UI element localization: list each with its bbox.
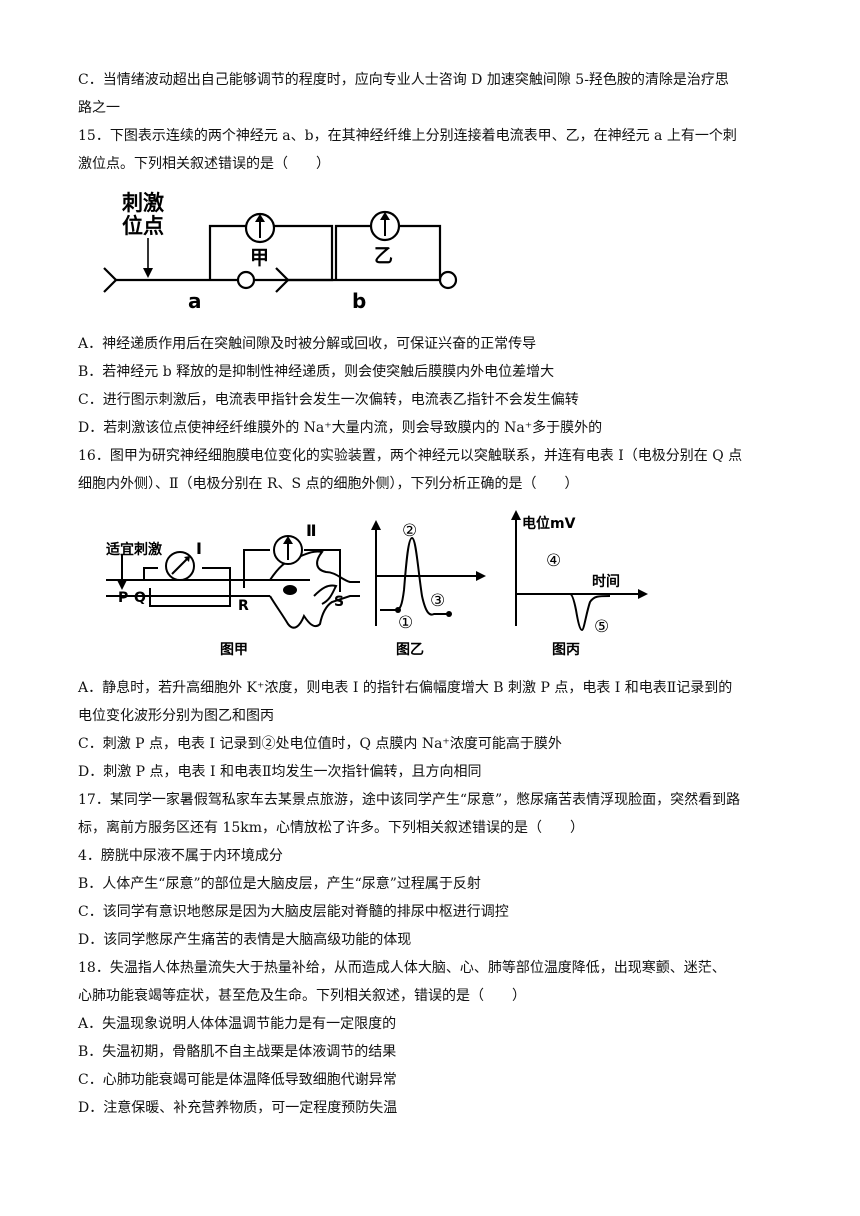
q16-stem-line1: 16．图甲为研究神经细胞膜电位变化的实验装置，两个神经元以突触联系，并连有电表 … — [78, 448, 743, 464]
q18-option-d: D．注意保暖、补充营养物质，可一定程度预防失温 — [78, 1100, 398, 1116]
q14-option-c-line1: C．当情绪波动超出自己能够调节的程度时，应向专业人士咨询 D 加速突触间隙 5-… — [78, 72, 729, 88]
q17-option-d: D．该同学憋尿产生痛苦的表情是大脑高级功能的体现 — [78, 932, 412, 948]
q17-option-c: C．该同学有意识地憋尿是因为大脑皮层能对脊髓的排尿中枢进行调控 — [78, 904, 509, 920]
y-axis-label: 电位mV — [522, 515, 576, 532]
q15-option-c: C．进行图示刺激后，电流表甲指针会发生一次偏转，电流表乙指针不会发生偏转 — [78, 392, 579, 408]
q18-option-b: B．失温初期，骨骼肌不自主战栗是体液调节的结果 — [78, 1044, 397, 1060]
q16-option-a-line2: 电位变化波形分别为图乙和图丙 — [78, 708, 274, 724]
caption-yi: 图乙 — [396, 642, 424, 658]
q17-option-b: B．人体产生“尿意”的部位是大脑皮层，产生“尿意”过程属于反射 — [78, 876, 481, 892]
q18-option-c: C．心肺功能衰竭可能是体温降低导致细胞代谢异常 — [78, 1072, 397, 1088]
q18-stem-line1: 18．失温指人体热量流失大于热量补给，从而造成人体大脑、心、肺等部位温度降低，出… — [78, 960, 726, 976]
meter-i-label: I — [196, 539, 202, 558]
marker-5: ⑤ — [594, 617, 609, 637]
q16-option-a-line1: A．静息时，若升高细胞外 K⁺浓度，则电表 I 的指针右偏幅度增大 B 刺激 P… — [78, 680, 733, 696]
stim-label-line1: 刺激 — [122, 191, 164, 215]
point-s: S — [334, 594, 344, 610]
marker-2: ② — [402, 521, 417, 541]
stim-label-line2: 位点 — [122, 214, 164, 238]
q16-figure: 适宜刺激 I Ⅱ P Q R S 图甲 ① ② ③ 图乙 电位mV 时间 ④ — [106, 510, 648, 658]
neuron-a-label: a — [188, 289, 202, 313]
q15-option-a: A．神经递质作用后在突触间隙及时被分解或回收，可保证兴奋的正常传导 — [78, 336, 537, 352]
stim-label: 适宜刺激 — [106, 541, 162, 558]
q17-stem-line2: 标，离前方服务区还有 15km，心情放松了许多。下列相关叙述错误的是（ ） — [78, 820, 585, 836]
marker-4: ④ — [546, 551, 561, 571]
q15-figure: 刺激 位点 甲 乙 a b — [103, 191, 458, 313]
q18-option-a: A．失温现象说明人体体温调节能力是有一定限度的 — [78, 1016, 397, 1032]
q15-option-b: B．若神经元 b 释放的是抑制性神经递质，则会使突触后膜膜内外电位差增大 — [78, 364, 555, 380]
q15-option-d: D．若刺激该位点使神经纤维膜外的 Na⁺大量内流，则会导致膜内的 Na⁺多于膜外… — [78, 420, 603, 436]
point-p: P — [118, 590, 128, 606]
point-q: Q — [134, 590, 146, 606]
q15-stem-line2: 激位点。下列相关叙述错误的是（ ） — [78, 156, 330, 172]
q14-option-c-line2: 路之一 — [78, 100, 120, 116]
neuron-b-label: b — [352, 289, 366, 313]
q18-stem-line2: 心肺功能衰竭等症状，甚至危及生命。下列相关叙述，错误的是（ ） — [78, 988, 526, 1004]
q16-stem-line2: 细胞内外侧）、Ⅱ（电极分别在 R、S 点的细胞外侧），下列分析正确的是（ ） — [78, 476, 579, 492]
point-r: R — [238, 598, 249, 614]
meter-yi-label: 乙 — [374, 245, 393, 267]
x-axis-label: 时间 — [592, 573, 620, 590]
q17-option-a: 4．膀胱中尿液不属于内环境成分 — [78, 848, 283, 864]
caption-jia: 图甲 — [220, 642, 248, 658]
meter-jia-label: 甲 — [250, 247, 269, 269]
q17-stem-line1: 17．某同学一家暑假驾私家车去某景点旅游，途中该同学产生“尿意”，憋尿痛苦表情浮… — [78, 792, 741, 808]
marker-1: ① — [398, 613, 413, 633]
q15-stem-line1: 15．下图表示连续的两个神经元 a、b，在其神经纤维上分别连接着电流表甲、乙，在… — [78, 128, 737, 144]
q16-option-c: C．刺激 P 点，电表 I 记录到②处电位值时，Q 点膜内 Na⁺浓度可能高于膜… — [78, 736, 562, 752]
caption-bing: 图丙 — [552, 642, 580, 658]
q16-option-d: D．刺激 P 点，电表 I 和电表Ⅱ均发生一次指针偏转，且方向相同 — [78, 764, 482, 780]
meter-ii-label: Ⅱ — [306, 521, 317, 540]
marker-3: ③ — [430, 591, 445, 611]
